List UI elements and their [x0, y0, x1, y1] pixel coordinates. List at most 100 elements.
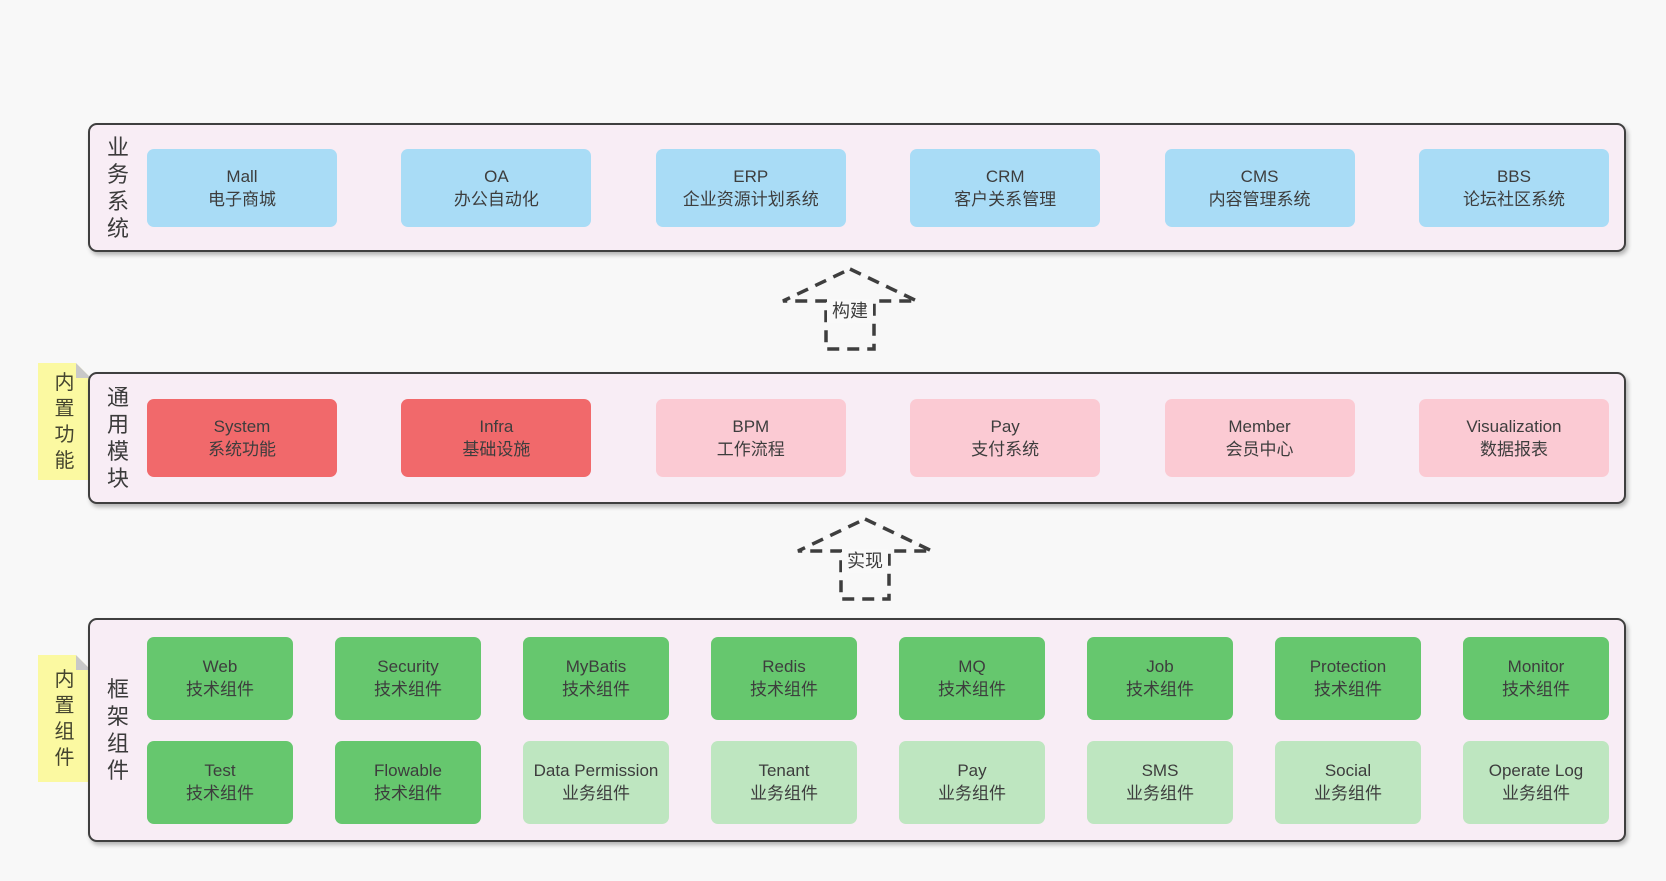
- box-title: Monitor: [1507, 657, 1565, 676]
- box-visualization: Visualization 数据报表: [1418, 399, 1609, 477]
- layer-framework-components-label: 框架组件: [106, 677, 129, 783]
- box-title: System: [213, 417, 271, 436]
- box-member: Member 会员中心: [1164, 399, 1355, 477]
- box-title: Infra: [479, 417, 514, 436]
- box-title: Security: [377, 657, 439, 676]
- common-modules-row: System 系统功能 Infra 基础设施 BPM 工作流程 Pay 支付系统…: [147, 399, 1609, 477]
- box-subtitle: 技术组件: [750, 680, 818, 699]
- box-subtitle: 技术组件: [1126, 680, 1194, 699]
- box-title: Job: [1146, 657, 1174, 676]
- framework-components-rows: Web 技术组件 Security 技术组件 MyBatis 技术组件 Redi…: [147, 636, 1609, 824]
- tech-components-row: Web 技术组件 Security 技术组件 MyBatis 技术组件 Redi…: [147, 636, 1609, 720]
- box-system: System 系统功能: [147, 399, 337, 477]
- box-oa: OA 办公自动化: [401, 148, 592, 227]
- dashed-up-arrow-icon: [782, 267, 918, 351]
- box-cms: CMS 内容管理系统: [1164, 148, 1355, 227]
- box-subtitle: 技术组件: [374, 680, 442, 699]
- box-subtitle: 技术组件: [374, 784, 442, 803]
- box-title: Flowable: [373, 761, 443, 780]
- arrow-build: 构建: [780, 266, 920, 352]
- folded-corner-icon: [76, 363, 91, 378]
- box-subtitle: 电子商城: [208, 189, 276, 209]
- box-pay-component: Pay 业务组件: [899, 740, 1045, 824]
- box-title: Web: [202, 657, 238, 676]
- box-subtitle: 技术组件: [938, 680, 1006, 699]
- box-mybatis: MyBatis 技术组件: [523, 636, 669, 720]
- box-title: OA: [484, 166, 509, 186]
- box-title: Member: [1228, 417, 1291, 436]
- box-subtitle: 技术组件: [562, 680, 630, 699]
- box-flowable: Flowable 技术组件: [335, 740, 481, 824]
- box-subtitle: 办公自动化: [453, 189, 539, 209]
- layer-business-systems: 业务系统 Mall 电子商城 OA 办公自动化 ERP 企业资源计划系统 CRM…: [88, 123, 1626, 252]
- box-mall: Mall 电子商城: [147, 148, 337, 227]
- box-web: Web 技术组件: [147, 636, 293, 720]
- box-subtitle: 技术组件: [186, 680, 254, 699]
- tag-builtin-components: 内置组件: [38, 655, 91, 782]
- box-infra: Infra 基础设施: [401, 399, 592, 477]
- box-title: ERP: [733, 166, 769, 186]
- arrow-implement: 实现: [795, 516, 935, 602]
- box-title: SMS: [1141, 761, 1179, 780]
- box-title: Operate Log: [1488, 761, 1584, 780]
- box-subtitle: 会员中心: [1225, 440, 1294, 459]
- layer-common-modules: 通用模块 System 系统功能 Infra 基础设施 BPM 工作流程 Pay…: [88, 372, 1626, 504]
- tag-builtin-components-label: 内置组件: [54, 668, 75, 769]
- box-erp: ERP 企业资源计划系统: [655, 148, 846, 227]
- business-systems-row: Mall 电子商城 OA 办公自动化 ERP 企业资源计划系统 CRM 客户关系…: [147, 148, 1609, 227]
- box-tenant: Tenant 业务组件: [711, 740, 857, 824]
- box-title: Protection: [1309, 657, 1387, 676]
- box-subtitle: 企业资源计划系统: [682, 189, 819, 209]
- box-title: Visualization: [1466, 417, 1562, 436]
- layer-common-modules-label: 通用模块: [106, 385, 129, 491]
- tag-builtin-features: 内置功能: [38, 363, 91, 480]
- box-title: Test: [204, 761, 236, 780]
- box-title: Social: [1324, 761, 1372, 780]
- box-subtitle: 业务组件: [1126, 784, 1194, 803]
- box-subtitle: 业务组件: [750, 784, 818, 803]
- box-title: Pay: [957, 761, 987, 780]
- box-sms: SMS 业务组件: [1087, 740, 1233, 824]
- box-title: MQ: [958, 657, 986, 676]
- box-title: BBS: [1496, 166, 1531, 186]
- box-subtitle: 业务组件: [1502, 784, 1570, 803]
- box-job: Job 技术组件: [1087, 636, 1233, 720]
- box-subtitle: 业务组件: [1314, 784, 1382, 803]
- box-operate-log: Operate Log 业务组件: [1463, 740, 1609, 824]
- box-social: Social 业务组件: [1275, 740, 1421, 824]
- box-title: Tenant: [758, 761, 810, 780]
- box-subtitle: 技术组件: [1314, 680, 1382, 699]
- box-subtitle: 技术组件: [186, 784, 254, 803]
- box-bbs: BBS 论坛社区系统: [1418, 148, 1609, 227]
- box-subtitle: 内容管理系统: [1208, 189, 1311, 209]
- box-subtitle: 技术组件: [1502, 680, 1570, 699]
- box-test: Test 技术组件: [147, 740, 293, 824]
- layer-framework-components: 框架组件 Web 技术组件 Security 技术组件 MyBatis 技术组件…: [88, 618, 1626, 842]
- box-title: MyBatis: [565, 657, 627, 676]
- box-title: CMS: [1240, 166, 1279, 186]
- box-title: Data Permission: [533, 761, 659, 780]
- box-title: Mall: [226, 166, 258, 186]
- box-subtitle: 业务组件: [938, 784, 1006, 803]
- box-monitor: Monitor 技术组件: [1463, 636, 1609, 720]
- box-title: BPM: [732, 417, 770, 436]
- box-subtitle: 数据报表: [1479, 440, 1548, 459]
- box-subtitle: 系统功能: [208, 440, 276, 459]
- box-subtitle: 支付系统: [971, 440, 1040, 459]
- tag-builtin-features-label: 内置功能: [54, 371, 75, 472]
- box-title: Redis: [762, 657, 806, 676]
- box-security: Security 技术组件: [335, 636, 481, 720]
- box-crm: CRM 客户关系管理: [910, 148, 1101, 227]
- folded-corner-icon: [76, 655, 91, 670]
- box-subtitle: 论坛社区系统: [1462, 189, 1565, 209]
- box-title: CRM: [985, 166, 1025, 186]
- box-title: Pay: [990, 417, 1020, 436]
- box-pay-module: Pay 支付系统: [910, 399, 1101, 477]
- layer-business-systems-label: 业务系统: [106, 134, 129, 241]
- box-subtitle: 客户关系管理: [954, 189, 1057, 209]
- dashed-up-arrow-icon: [797, 517, 933, 601]
- box-mq: MQ 技术组件: [899, 636, 1045, 720]
- box-subtitle: 工作流程: [716, 440, 785, 459]
- box-protection: Protection 技术组件: [1275, 636, 1421, 720]
